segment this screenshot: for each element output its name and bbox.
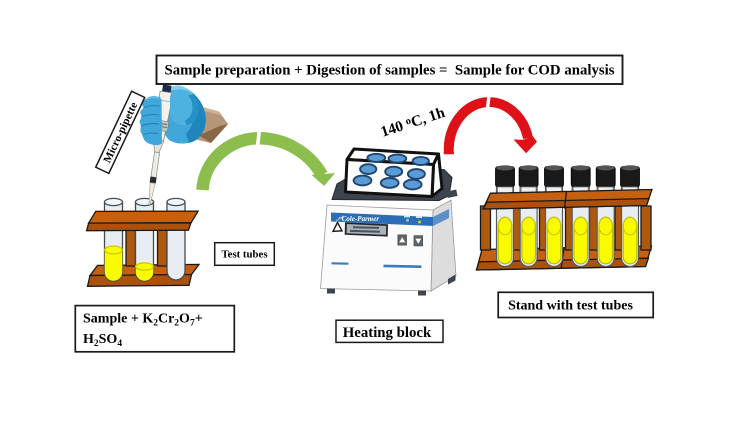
svg-text:Heating block: Heating block bbox=[343, 325, 432, 341]
svg-text:H2SO4: H2SO4 bbox=[83, 332, 122, 349]
svg-text:Sample + K2Cr2O7+: Sample + K2Cr2O7+ bbox=[83, 312, 203, 329]
svg-text:ₓᵖⁱCole-Parmer: ₓᵖⁱCole-Parmer bbox=[335, 215, 379, 223]
svg-text:Sample preparation + Digestion: Sample preparation + Digestion of sample… bbox=[165, 63, 615, 79]
svg-text:Stand with test tubes: Stand with test tubes bbox=[508, 299, 633, 314]
svg-text:Test tubes: Test tubes bbox=[221, 249, 267, 261]
